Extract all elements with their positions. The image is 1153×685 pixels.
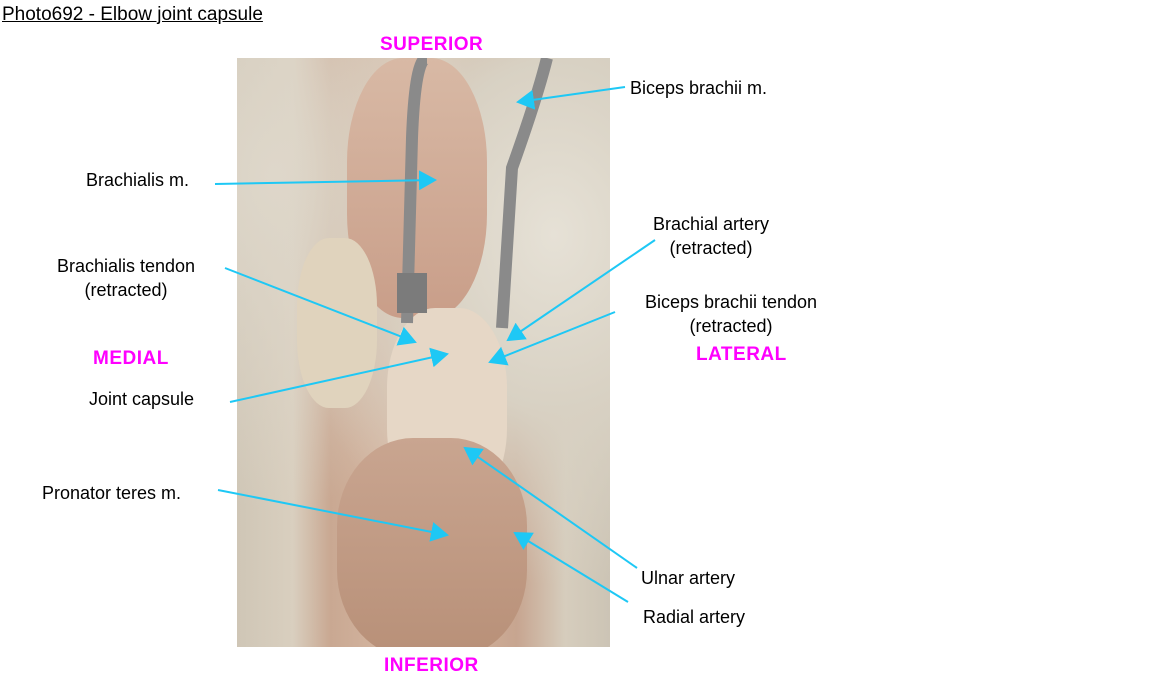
leader-ulnar-artery — [463, 446, 638, 569]
label-biceps-tendon: Biceps brachii tendon (retracted) — [620, 290, 842, 338]
leader-biceps-brachii — [516, 86, 626, 110]
label-brachialis: Brachialis m. — [86, 170, 190, 190]
orientation-lateral: LATERAL — [696, 344, 787, 365]
label-brachialis-tendon-line1: Brachialis tendon — [56, 256, 196, 276]
leader-biceps-tendon — [488, 311, 616, 366]
leader-pronator-teres — [217, 489, 449, 542]
leader-brachialis — [214, 170, 437, 191]
label-biceps-tendon-line1: Biceps brachii tendon — [644, 292, 818, 312]
label-radial-artery: Radial artery — [643, 607, 746, 627]
label-brachial-artery: Brachial artery (retracted) — [636, 212, 786, 260]
label-biceps-brachii: Biceps brachii m. — [630, 78, 768, 98]
figure-title: Photo692 - Elbow joint capsule — [2, 4, 263, 25]
label-pronator-teres: Pronator teres m. — [42, 483, 182, 503]
label-ulnar-artery: Ulnar artery — [641, 568, 736, 588]
orientation-inferior: INFERIOR — [384, 655, 479, 676]
label-brachial-artery-line2: (retracted) — [669, 238, 753, 258]
retractor-instruments — [397, 58, 553, 329]
leader-radial-artery — [513, 531, 629, 603]
label-biceps-tendon-line2: (retracted) — [689, 316, 773, 336]
leader-brachial-artery — [506, 239, 656, 342]
orientation-medial: MEDIAL — [93, 348, 169, 369]
leader-brachialis-tendon — [224, 267, 417, 346]
label-brachial-artery-line1: Brachial artery — [652, 214, 770, 234]
label-brachialis-tendon-line2: (retracted) — [84, 280, 168, 300]
leader-joint-capsule — [229, 347, 449, 403]
label-joint-capsule: Joint capsule — [89, 389, 195, 409]
label-brachialis-tendon: Brachialis tendon (retracted) — [36, 254, 216, 302]
orientation-superior: SUPERIOR — [380, 34, 484, 55]
